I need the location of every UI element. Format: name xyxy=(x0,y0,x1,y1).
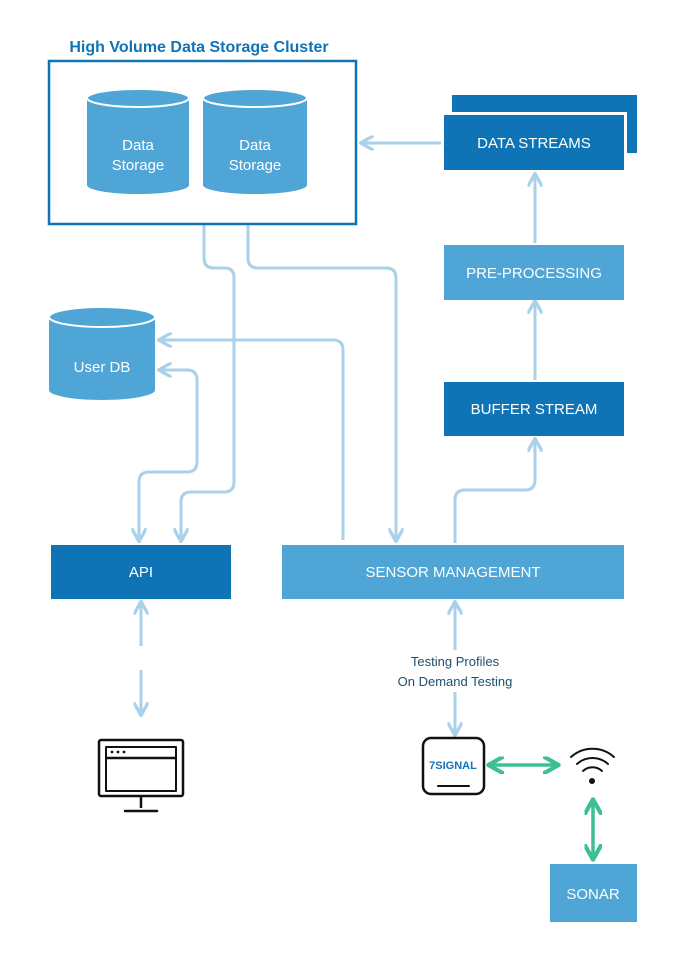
wireless-connectors xyxy=(490,765,593,858)
storage-1-line1: Data xyxy=(122,137,154,154)
pre-processing: PRE-PROCESSING xyxy=(444,245,624,300)
on-demand-testing-label: On Demand Testing xyxy=(398,674,513,689)
storage-cluster: High Volume Data Storage Cluster Data St… xyxy=(47,39,358,226)
cluster-title: High Volume Data Storage Cluster xyxy=(69,39,328,56)
data-storage-2: Data Storage xyxy=(202,88,308,194)
storage-2-line1: Data xyxy=(239,137,271,154)
api: API xyxy=(51,545,231,599)
data-streams-label: DATA STREAMS xyxy=(477,135,591,152)
testing-profiles-label: Testing Profiles xyxy=(411,654,500,669)
connectors xyxy=(139,143,535,734)
api-label: API xyxy=(129,564,153,581)
monitor-icon xyxy=(97,738,185,813)
storage-1-line2: Storage xyxy=(112,157,165,174)
arrow-sensor-to-userdb xyxy=(160,340,345,540)
data-storage-1: Data Storage xyxy=(86,88,190,194)
pre-processing-label: PRE-PROCESSING xyxy=(466,265,602,282)
sensor-management: SENSOR MANAGEMENT xyxy=(282,545,624,599)
sensor-device-label: 7SIGNAL xyxy=(429,760,477,772)
arrow-cluster-to-sensor xyxy=(246,225,396,540)
storage-2-line2: Storage xyxy=(229,157,282,174)
arrow-sensor-to-buffer xyxy=(453,440,535,543)
data-streams: DATA STREAMS xyxy=(441,95,637,172)
arrow-cluster-to-api xyxy=(181,225,236,540)
arrow-api-userdb xyxy=(139,370,199,540)
buffer-stream: BUFFER STREAM xyxy=(444,382,624,436)
user-db-label: User DB xyxy=(74,359,131,376)
sonar-label: SONAR xyxy=(566,886,620,903)
sensor-device: 7SIGNAL xyxy=(421,736,486,796)
sensor-management-label: SENSOR MANAGEMENT xyxy=(365,564,540,581)
user-db: User DB xyxy=(48,306,156,400)
wifi-icon xyxy=(570,747,615,784)
buffer-stream-label: BUFFER STREAM xyxy=(471,401,598,418)
sonar: SONAR xyxy=(550,864,637,922)
